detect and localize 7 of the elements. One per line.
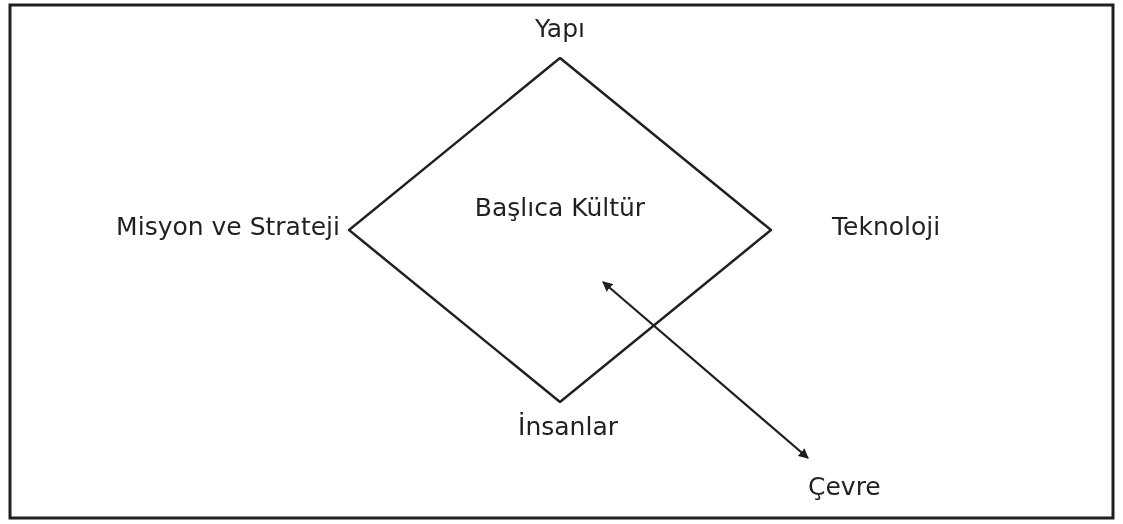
vertex-label: Yapı	[535, 14, 585, 44]
double-arrow	[602, 281, 809, 459]
vertex-label: İnsanlar	[518, 412, 618, 442]
vertex-label: Misyon ve Strateji	[116, 212, 340, 242]
node-label: Başlıca Kültür	[473, 193, 647, 223]
vertex-label: Teknoloji	[832, 212, 941, 242]
node-label: Çevre	[808, 472, 881, 502]
